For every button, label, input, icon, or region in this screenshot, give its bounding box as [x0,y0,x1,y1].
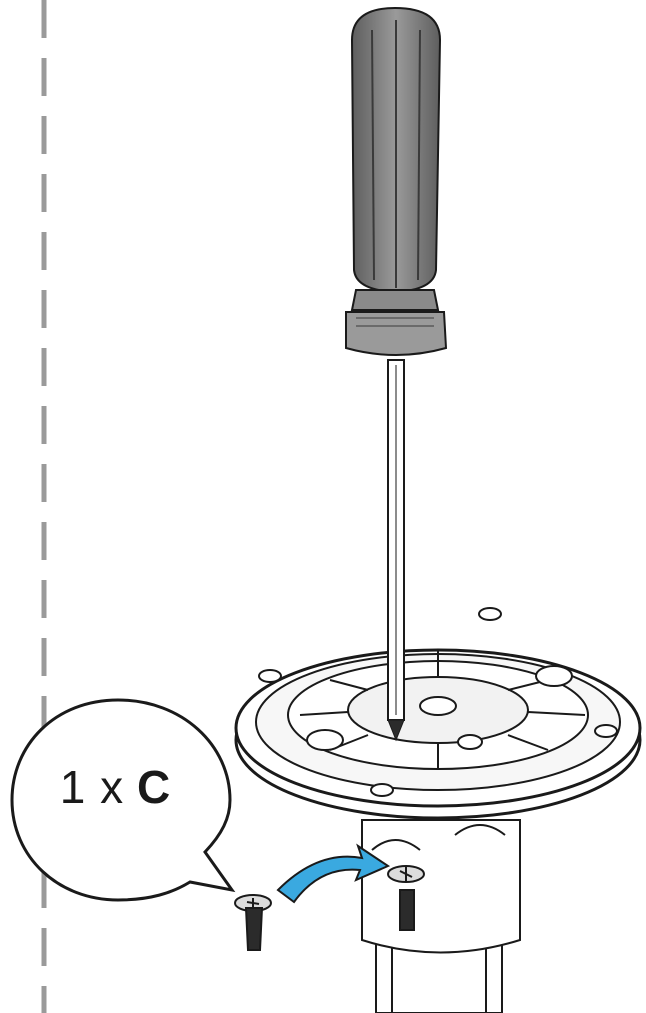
callout-bubble [10,698,236,902]
screwdriver-shaft [387,359,405,742]
callout-part-letter: C [136,761,171,813]
callout-label: 1 x C [30,760,200,814]
insert-direction-arrow-icon [276,843,391,904]
pole-collar [361,819,521,954]
callout-quantity: 1 x [59,761,125,813]
screw-c-icon [234,894,272,951]
installed-screw-icon [387,865,425,883]
screwdriver-handle [345,6,448,356]
mounting-plate [234,607,642,820]
